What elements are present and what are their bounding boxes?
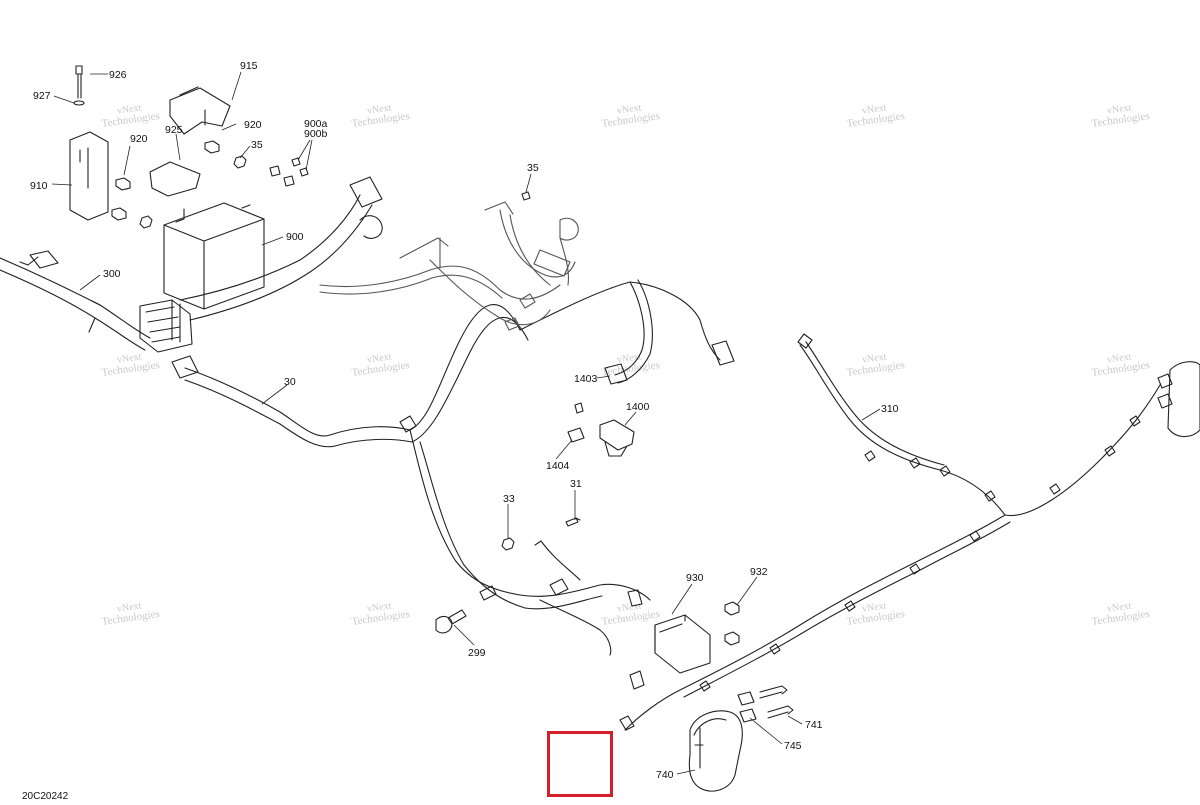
sensor-1400 [567,402,635,457]
callout-299: 299 [468,647,486,659]
callout-1404: 1404 [546,460,570,472]
callout-30: 30 [284,376,296,388]
callout-740: 740 [656,769,674,781]
cover-925 [149,161,201,197]
callout-1400: 1400 [626,401,650,413]
callout-900: 900 [286,231,304,243]
callout-930: 930 [686,572,704,584]
callout-300: 300 [103,268,121,280]
bolt-926 [75,65,83,99]
highlight-box [547,731,613,797]
callout-1403: 1403 [574,373,598,385]
callout-932: 932 [750,566,768,578]
hardware-35-900a-900b [139,155,531,229]
screw-31 [565,517,581,527]
harness-310 [619,333,1161,731]
connector-299 [435,609,467,634]
diagram-code: 20C20242 [22,791,69,802]
bracket-915 [169,86,231,135]
frame-harness [319,201,579,331]
battery-900 [163,202,265,310]
callout-745: 745 [784,740,802,752]
washer-927 [73,100,85,106]
callout-33: 33 [503,493,515,505]
ecm-connector [139,299,193,353]
callout-900a: 900a [304,118,328,130]
callout-920: 920 [130,133,148,145]
nut-932 [724,601,740,646]
callout-920: 920 [244,119,262,131]
callout-910: 910 [30,180,48,192]
callout-925: 925 [165,124,183,136]
nut-920-left [111,177,131,221]
harness-branch-930 [479,540,651,656]
callout-35: 35 [527,162,539,174]
main-harness-300 [0,250,151,351]
harness-30 [171,176,631,609]
callout-741: 741 [805,719,823,731]
callout-926: 926 [109,69,127,81]
leader-lines [51,71,881,775]
bracket-910 [69,131,109,221]
callout-915: 915 [240,60,258,72]
tail-light-right [1157,361,1200,438]
callout-35: 35 [251,139,263,151]
callout-310: 310 [881,403,899,415]
hardware-745-741 [737,685,794,723]
tail-light-740 [688,710,743,792]
module-930 [654,614,711,674]
callout-31: 31 [570,478,582,490]
callout-900b: 900b [304,128,328,140]
callout-labels: 926 927 915 920 920 925 910 35 900a 900b… [30,60,899,781]
screw-33 [501,537,515,551]
nut-920-right [204,140,220,154]
harness-branch-1403 [604,279,735,385]
callout-927: 927 [33,90,51,102]
